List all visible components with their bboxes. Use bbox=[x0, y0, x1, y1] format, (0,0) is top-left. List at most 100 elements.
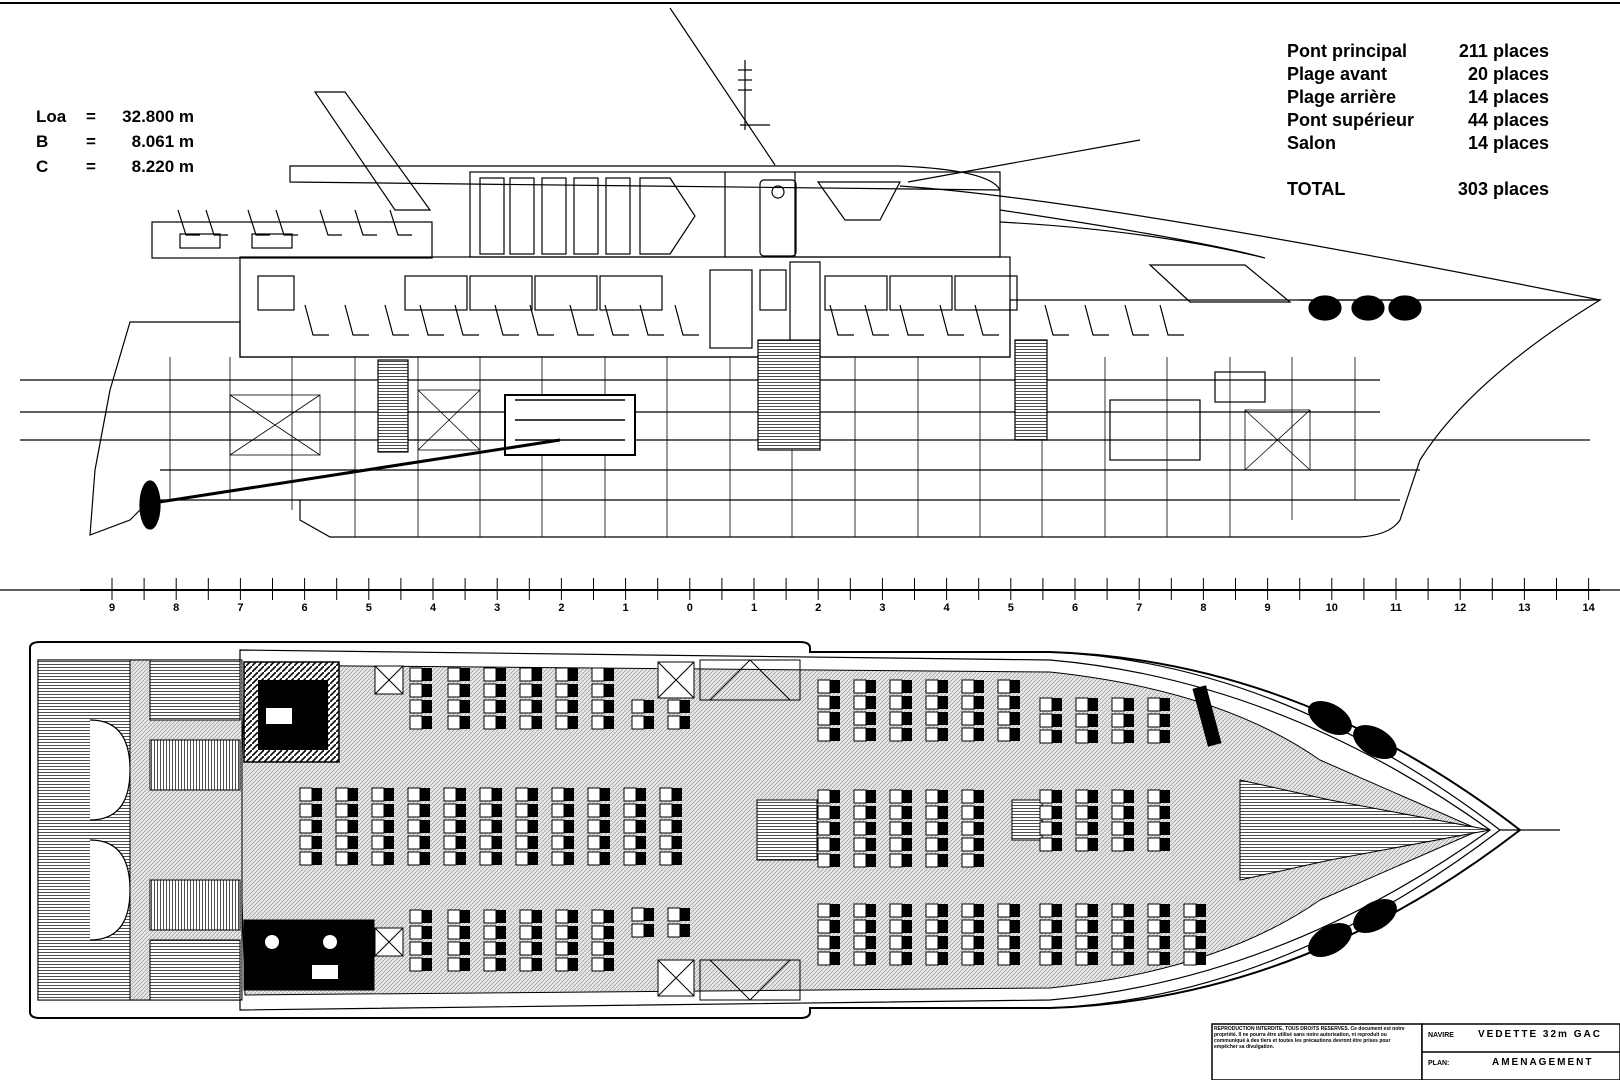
seat bbox=[447, 941, 461, 956]
seat bbox=[407, 787, 421, 802]
seat-back bbox=[938, 854, 948, 867]
seat-back bbox=[1196, 952, 1206, 965]
seat bbox=[299, 803, 313, 818]
seat-back bbox=[1010, 712, 1020, 725]
seat bbox=[925, 821, 939, 836]
seat bbox=[853, 711, 867, 726]
seat-back bbox=[492, 788, 502, 801]
seat bbox=[889, 951, 903, 966]
seat bbox=[925, 711, 939, 726]
seat bbox=[551, 851, 565, 866]
seat bbox=[925, 903, 939, 918]
seat-back bbox=[1124, 790, 1134, 803]
seat-back bbox=[1088, 936, 1098, 949]
seat bbox=[587, 835, 601, 850]
scale-label: 11 bbox=[1390, 602, 1402, 614]
seat bbox=[591, 941, 605, 956]
seat-back bbox=[938, 680, 948, 693]
seat-back bbox=[496, 926, 506, 939]
seat-back bbox=[422, 942, 432, 955]
seat bbox=[925, 679, 939, 694]
seat bbox=[371, 819, 385, 834]
seat bbox=[409, 699, 423, 714]
seat-back bbox=[938, 952, 948, 965]
seat bbox=[407, 819, 421, 834]
seat-back bbox=[974, 712, 984, 725]
seat-back bbox=[902, 822, 912, 835]
seat-back bbox=[422, 668, 432, 681]
scale-label: 2 bbox=[558, 602, 565, 614]
seat-back bbox=[496, 942, 506, 955]
seat-back bbox=[422, 958, 432, 971]
seat bbox=[853, 805, 867, 820]
seat-back bbox=[866, 806, 876, 819]
seat-back bbox=[568, 668, 578, 681]
seat bbox=[961, 951, 975, 966]
seat bbox=[1075, 903, 1089, 918]
seat bbox=[479, 803, 493, 818]
seat bbox=[889, 789, 903, 804]
seat bbox=[335, 803, 349, 818]
seat-back bbox=[938, 904, 948, 917]
seat-back bbox=[644, 908, 654, 921]
seat-back bbox=[974, 806, 984, 819]
seat bbox=[623, 819, 637, 834]
seat-back bbox=[1088, 838, 1098, 851]
seat-back bbox=[564, 852, 574, 865]
seat bbox=[925, 935, 939, 950]
seat bbox=[591, 957, 605, 972]
capacity-places: 14 places bbox=[1467, 133, 1549, 153]
title-block bbox=[1211, 1023, 1620, 1080]
seat bbox=[817, 951, 831, 966]
seat-back bbox=[1124, 714, 1134, 727]
seat-back bbox=[1160, 838, 1170, 851]
seat-back bbox=[902, 838, 912, 851]
seat bbox=[519, 909, 533, 924]
seat bbox=[409, 941, 423, 956]
seat bbox=[555, 925, 569, 940]
seat-back bbox=[496, 716, 506, 729]
seat bbox=[447, 909, 461, 924]
seat bbox=[925, 919, 939, 934]
seat bbox=[519, 957, 533, 972]
seat-back bbox=[496, 958, 506, 971]
seat bbox=[925, 853, 939, 868]
seat-back bbox=[830, 680, 840, 693]
seat bbox=[479, 819, 493, 834]
seat-back bbox=[532, 958, 542, 971]
copyright-notice: REPRODUCTION INTERDITE, TOUS DROITS RESE… bbox=[1214, 1026, 1405, 1050]
seat bbox=[997, 919, 1011, 934]
seat bbox=[1147, 837, 1161, 852]
seat-back bbox=[1052, 952, 1062, 965]
wheelhouse-windows bbox=[479, 177, 696, 255]
seat-back bbox=[532, 926, 542, 939]
seat bbox=[1075, 837, 1089, 852]
seat-back bbox=[672, 788, 682, 801]
seat-back bbox=[496, 910, 506, 923]
dim-eq: = bbox=[86, 132, 96, 151]
seat-back bbox=[902, 806, 912, 819]
seat bbox=[299, 819, 313, 834]
seat bbox=[591, 699, 605, 714]
seat bbox=[853, 837, 867, 852]
seat bbox=[961, 935, 975, 950]
seat bbox=[409, 683, 423, 698]
capacity-name: Plage arrière bbox=[1287, 87, 1397, 107]
seat-back bbox=[1196, 936, 1206, 949]
seat-back bbox=[1052, 806, 1062, 819]
seat-back bbox=[974, 680, 984, 693]
dim-row-c: C = 8.220 m bbox=[36, 154, 194, 179]
seat-back bbox=[636, 788, 646, 801]
seat-back bbox=[974, 696, 984, 709]
seat bbox=[515, 835, 529, 850]
seat-back bbox=[460, 926, 470, 939]
capacity-name: Pont principal bbox=[1287, 41, 1408, 61]
scale-label: 5 bbox=[1007, 602, 1014, 614]
seat bbox=[667, 907, 681, 922]
seat bbox=[853, 789, 867, 804]
seat bbox=[1111, 919, 1125, 934]
seat bbox=[623, 835, 637, 850]
seat bbox=[1147, 903, 1161, 918]
seat bbox=[591, 667, 605, 682]
seat bbox=[1039, 903, 1053, 918]
